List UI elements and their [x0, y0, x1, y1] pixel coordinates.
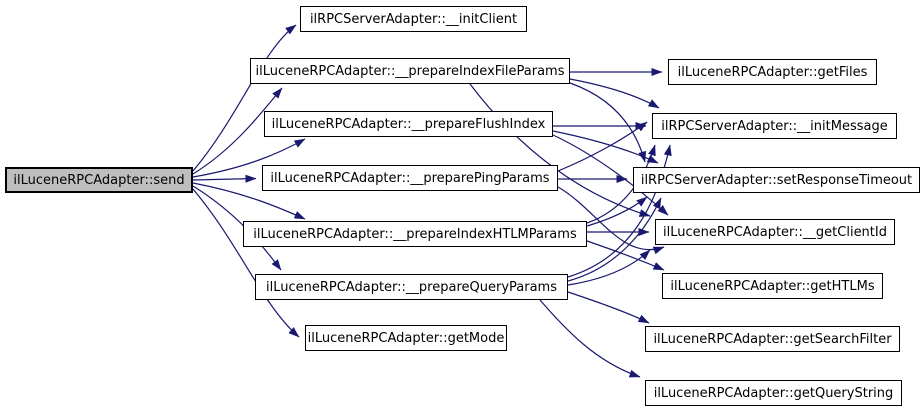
edge-preparePingParams-to-getClientId: [557, 186, 665, 255]
node-get-search-filter[interactable]: ilLuceneRPCAdapter::getSearchFilter: [645, 326, 900, 352]
node-prepare-flush-index[interactable]: ilLuceneRPCAdapter::__prepareFlushIndex: [264, 111, 553, 137]
node-prepare-index-file-params[interactable]: ilLuceneRPCAdapter::__prepareIndexFilePa…: [250, 58, 570, 84]
edge-prepareIndexFileParams-to-getClientId: [469, 83, 651, 217]
node-prepare-ping-params[interactable]: ilLuceneRPCAdapter::__preparePingParams: [262, 165, 558, 191]
edge-send-to-prepareFlushIndex: [192, 138, 306, 178]
node-prepare-index-htlm-params[interactable]: ilLuceneRPCAdapter::__prepareIndexHTLMPa…: [243, 221, 587, 247]
node-init-client[interactable]: ilRPCServerAdapter::__initClient: [300, 6, 527, 32]
edge-prepareQueryParams-to-getSearchFilter: [567, 291, 650, 324]
node-get-files[interactable]: ilLuceneRPCAdapter::getFiles: [668, 59, 877, 85]
edge-send-to-prepareIndexFileParams: [192, 87, 283, 175]
edge-prepareQueryParams-to-getClientId: [567, 249, 651, 286]
edge-prepareQueryParams-to-getQueryString: [539, 299, 641, 378]
edge-preparePingParams-to-initMessage: [557, 121, 648, 172]
edge-prepareIndexHTLMParams-to-initMessage: [586, 144, 656, 224]
edge-send-to-initClient: [192, 24, 297, 172]
edge-send-to-prepareIndexHTLMParams: [192, 182, 306, 220]
edge-prepareIndexFileParams-to-initMessage: [569, 78, 660, 109]
edge-prepareFlushIndex-to-setResponseTimeout: [552, 130, 659, 164]
edge-send-to-getMode: [192, 188, 300, 338]
node-get-mode[interactable]: ilLuceneRPCAdapter::getMode: [305, 325, 507, 351]
edge-prepareIndexHTLMParams-to-setResponseTimeout: [586, 196, 648, 227]
node-set-response-timeout[interactable]: ilRPCServerAdapter::setResponseTimeout: [633, 167, 920, 193]
node-init-message[interactable]: ilRPCServerAdapter::__initMessage: [652, 113, 897, 139]
edge-send-to-preparePingParams: [192, 174, 257, 183]
edge-prepareIndexFileParams-to-setResponseTimeout: [569, 82, 647, 163]
edge-prepareIndexHTLMParams-to-getHTLMs: [586, 240, 665, 271]
node-get-query-string[interactable]: ilLuceneRPCAdapter::getQueryString: [645, 380, 902, 406]
node-get-client-id[interactable]: ilLuceneRPCAdapter::__getClientId: [655, 219, 895, 245]
edge-prepareQueryParams-to-initMessage: [567, 144, 672, 278]
node-get-htlms[interactable]: ilLuceneRPCAdapter::getHTLMs: [662, 273, 883, 299]
node-send: ilLuceneRPCAdapter::send: [5, 167, 193, 193]
edge-prepareQueryParams-to-setResponseTimeout: [567, 197, 662, 282]
node-prepare-query-params[interactable]: ilLuceneRPCAdapter::__prepareQueryParams: [255, 274, 568, 300]
